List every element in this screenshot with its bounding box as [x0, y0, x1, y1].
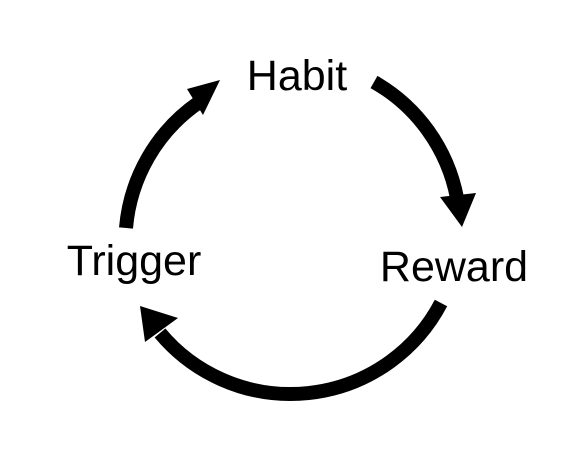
node-reward-label: Reward	[380, 243, 528, 291]
arc-reward-to-trigger	[154, 299, 448, 401]
arrowhead-reward-to-trigger-icon	[140, 306, 178, 342]
arrowhead-habit-to-reward-icon	[440, 193, 476, 227]
edge-reward-to-trigger	[140, 299, 448, 401]
edge-trigger-to-habit	[119, 80, 220, 229]
arrowhead-trigger-to-habit-icon	[187, 80, 220, 115]
edge-habit-to-reward	[370, 75, 476, 227]
arc-trigger-to-habit	[119, 97, 203, 229]
node-habit-label: Habit	[247, 52, 347, 100]
arc-habit-to-reward	[370, 75, 464, 200]
node-trigger-label: Trigger	[67, 237, 202, 285]
